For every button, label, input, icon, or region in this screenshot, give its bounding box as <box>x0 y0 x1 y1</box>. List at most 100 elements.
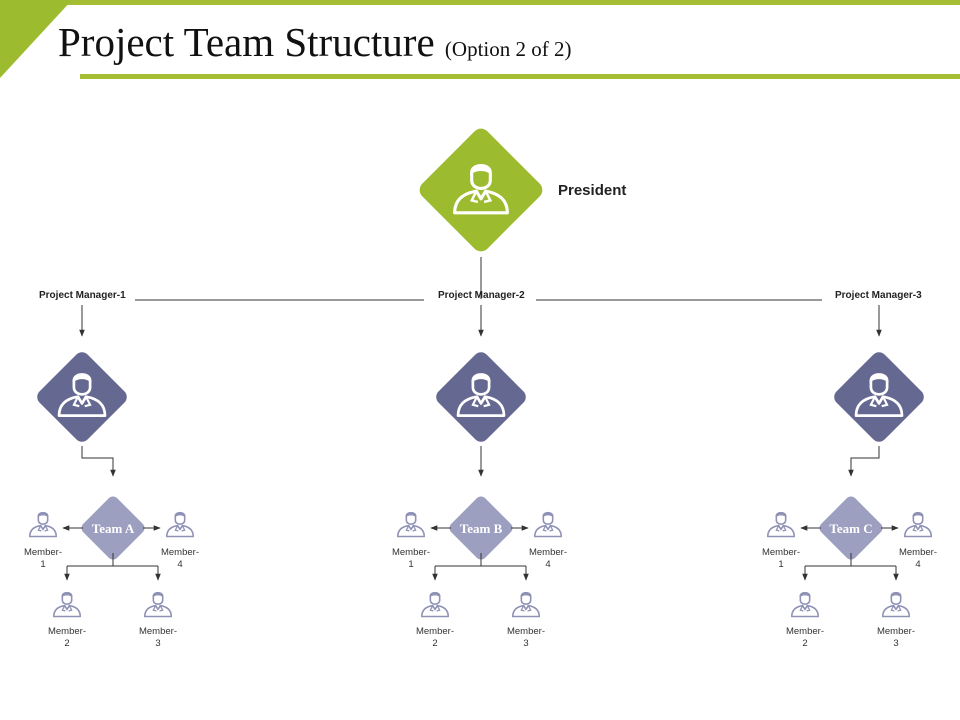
team-1-member-3-icon-body <box>143 604 173 618</box>
team-3-member-4-label-line2: 4 <box>915 559 921 570</box>
team-1-diamond <box>81 496 145 560</box>
team-2-member-2-label-line1: Member- <box>415 626 454 637</box>
team-3-member-1-icon-collar <box>775 525 787 532</box>
manager-1-to-team-arrow <box>81 446 116 477</box>
president-label: President <box>558 182 627 199</box>
team-2-member-3-icon <box>511 591 541 618</box>
team-1-member-3-label-line2: 3 <box>155 638 161 649</box>
team-1-member-1-label-line1: Member- <box>23 547 62 558</box>
team-1-member-1-icon <box>28 511 58 538</box>
team-3-member-2-label-line1: Member- <box>785 626 824 637</box>
team-2-member-2-icon-body <box>420 604 450 618</box>
team-3-diamond <box>819 496 883 560</box>
team-2-member-2-label-line2: 2 <box>432 638 438 649</box>
team-1-member-4-icon-collar <box>174 525 186 532</box>
team-1-member-2-icon-collar <box>61 605 73 612</box>
team-2-member-1-label-line1: Member- <box>391 547 430 558</box>
team-2-member-2-icon-collar <box>429 605 441 612</box>
team-2-member-4-icon <box>533 511 563 538</box>
team-2-member-1-label: Member-1 <box>386 547 436 571</box>
team-2-member-4-label-line1: Member- <box>528 547 567 558</box>
team-1-member-4-label-line1: Member- <box>160 547 199 558</box>
corner-accent <box>0 0 72 78</box>
team-2-label: Team B <box>460 521 503 536</box>
team-3-member-2-label-line2: 2 <box>802 638 808 649</box>
team-1-member-4-icon-body <box>165 524 195 538</box>
team-2-member-1-icon <box>396 511 426 538</box>
team-3-member-1-label-line2: 1 <box>778 559 784 570</box>
team-3-member-3-label-line1: Member- <box>876 626 915 637</box>
team-3-member-3-icon-hair <box>890 592 902 598</box>
team-3-member-4-icon-hair <box>912 512 924 518</box>
team-3-member-2-icon <box>790 591 820 618</box>
team-1-label: Team A <box>92 521 135 536</box>
team-2-diamond-shape <box>449 496 513 560</box>
team-1-member-3-icon-collar <box>152 605 164 612</box>
manager-2-diamond <box>436 352 526 442</box>
team-3-member-4-icon-body <box>903 524 933 538</box>
team-2-member-4-label: Member-4 <box>523 547 573 571</box>
team-2-diamond <box>449 496 513 560</box>
team-2-member-1-icon-hair <box>405 512 417 518</box>
team-3-member-4-icon-collar <box>912 525 924 532</box>
team-2-member-2-icon <box>420 591 450 618</box>
team-2-member-3-icon-collar <box>520 605 532 612</box>
team-2-member-1-label-line2: 1 <box>408 559 414 570</box>
president-diamond <box>419 128 543 252</box>
president-diamond-shape <box>419 128 543 252</box>
team-3-member-1-label: Member-1 <box>756 547 806 571</box>
team-3-member-1-icon <box>766 511 796 538</box>
manager-1-diamond-shape <box>37 352 127 442</box>
team-3-diamond-shape <box>819 496 883 560</box>
team-1-member-3-icon <box>143 591 173 618</box>
team-2-member-4-icon-hair <box>542 512 554 518</box>
team-2-member-4-icon-collar <box>542 525 554 532</box>
team-3-label: Team C <box>829 521 872 536</box>
team-3-member-2-icon-collar <box>799 605 811 612</box>
team-3-member-1-icon-body <box>766 524 796 538</box>
team-1-member-1-label: Member-1 <box>18 547 68 571</box>
team-2-member-3-label-line2: 3 <box>523 638 529 649</box>
manager-3-to-team-arrow <box>848 446 880 477</box>
team-3-member-4-label-line1: Member- <box>898 547 937 558</box>
team-2-member-3-icon-body <box>511 604 541 618</box>
title-underline <box>80 74 960 79</box>
team-3-member-1-icon-hair <box>775 512 787 518</box>
team-3-member-3-label: Member-3 <box>871 626 921 650</box>
project-manager-3-label: Project Manager-3 <box>835 290 922 301</box>
team-1-member-2-label-line2: 2 <box>64 638 70 649</box>
team-1-member-3-label-line1: Member- <box>138 626 177 637</box>
team-1-member-2-icon-body <box>52 604 82 618</box>
team-3-member-3-label-line2: 3 <box>893 638 899 649</box>
team-2-member-4-icon-body <box>533 524 563 538</box>
team-3-member-3-icon-collar <box>890 605 902 612</box>
team-2-member-3-label: Member-3 <box>501 626 551 650</box>
manager-1-diamond <box>37 352 127 442</box>
team-2-member-1-icon-collar <box>405 525 417 532</box>
team-3-member-4-icon <box>903 511 933 538</box>
team-1-diamond-shape <box>81 496 145 560</box>
top-accent-bar <box>0 0 960 5</box>
team-1-member-4-icon <box>165 511 195 538</box>
page-title: Project Team Structure (Option 2 of 2) <box>58 16 571 75</box>
team-1-member-2-icon-hair <box>61 592 73 598</box>
project-manager-2-label: Project Manager-2 <box>438 290 525 301</box>
team-3-member-3-icon <box>881 591 911 618</box>
team-1-member-4-label: Member-4 <box>155 547 205 571</box>
team-2-member-3-icon-hair <box>520 592 532 598</box>
project-manager-1-label: Project Manager-1 <box>39 290 126 301</box>
team-1-member-4-label-line2: 4 <box>177 559 183 570</box>
team-1-member-2-icon <box>52 591 82 618</box>
team-1-member-1-icon-body <box>28 524 58 538</box>
team-2-member-1-icon-body <box>396 524 426 538</box>
title-subtitle: (Option 2 of 2) <box>444 37 572 61</box>
team-3-member-4-label: Member-4 <box>893 547 943 571</box>
team-1-member-2-label: Member-2 <box>42 626 92 650</box>
team-3-member-2-icon-hair <box>799 592 811 598</box>
manager-2-diamond-shape <box>436 352 526 442</box>
team-1-member-1-label-line2: 1 <box>40 559 46 570</box>
team-1-member-2-label-line1: Member- <box>47 626 86 637</box>
team-2-member-2-label: Member-2 <box>410 626 460 650</box>
team-1-member-3-label: Member-3 <box>133 626 183 650</box>
team-3-member-3-icon-body <box>881 604 911 618</box>
